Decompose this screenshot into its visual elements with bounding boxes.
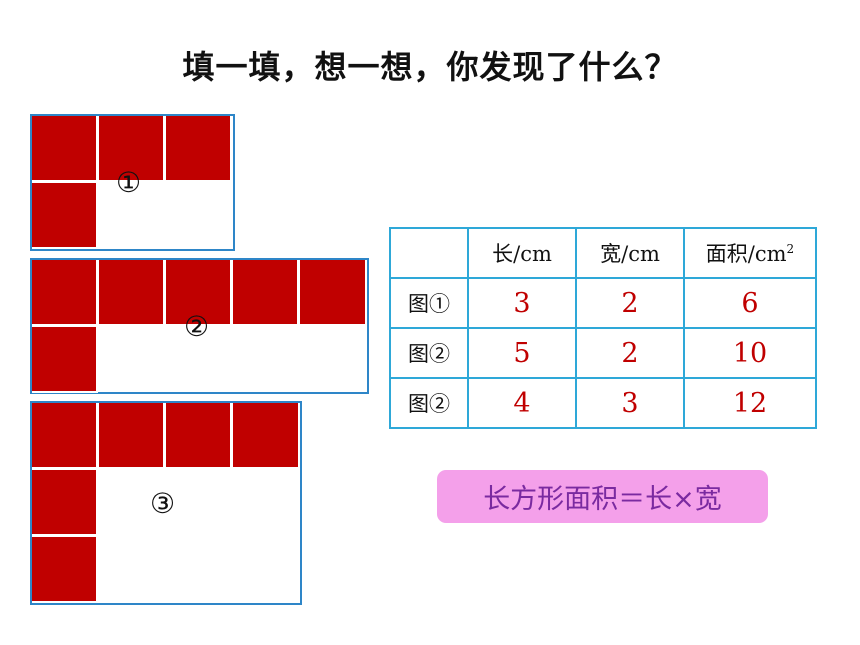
unit-square [233,403,300,469]
length-value: 5 [467,327,577,379]
unit-square [166,260,232,326]
row-label: 图② [389,377,469,429]
table-corner-cell [389,227,469,279]
unit-square [32,116,98,182]
header-length: 长/cm [467,227,577,279]
unit-square [99,116,165,182]
figure-3-label: ③ [150,487,176,520]
figure-1-rectangle: ① [30,114,235,251]
unit-square [32,183,98,249]
row-label: 图① [389,277,469,329]
area-value: 6 [683,277,817,329]
unit-square [166,116,232,182]
unit-square [32,260,98,326]
unit-square [32,470,98,536]
data-table: 长/cm 宽/cm 面积/cm2 图① 3 2 6 图② 5 2 10 图② 4… [389,227,817,429]
unit-square [99,403,165,469]
figure-2-rectangle: ② [30,258,369,394]
table-row: 图① 3 2 6 [389,277,817,329]
length-value: 4 [467,377,577,429]
table-header-row: 长/cm 宽/cm 面积/cm2 [389,227,817,279]
unit-square [300,260,367,326]
row-label: 图② [389,327,469,379]
header-area-text: 面积/cm [705,242,787,266]
area-formula-box: 长方形面积＝长×宽 [437,470,768,523]
page-title: 填一填，想一想，你发现了什么？ [182,48,678,86]
header-area: 面积/cm2 [683,227,817,279]
area-value: 12 [683,377,817,429]
unit-square [99,260,165,326]
unit-square [32,327,98,393]
table-row: 图② 5 2 10 [389,327,817,379]
width-value: 2 [575,277,685,329]
header-width: 宽/cm [575,227,685,279]
length-value: 3 [467,277,577,329]
figure-2-label: ② [184,310,210,343]
unit-square [166,403,232,469]
width-value: 3 [575,377,685,429]
table-row: 图② 4 3 12 [389,377,817,429]
width-value: 2 [575,327,685,379]
unit-square [32,403,98,469]
header-area-exponent: 2 [786,242,795,256]
unit-square [32,537,98,603]
figure-3-rectangle: ③ [30,401,302,605]
unit-square [233,260,299,326]
figure-1-label: ① [116,166,142,199]
area-value: 10 [683,327,817,379]
